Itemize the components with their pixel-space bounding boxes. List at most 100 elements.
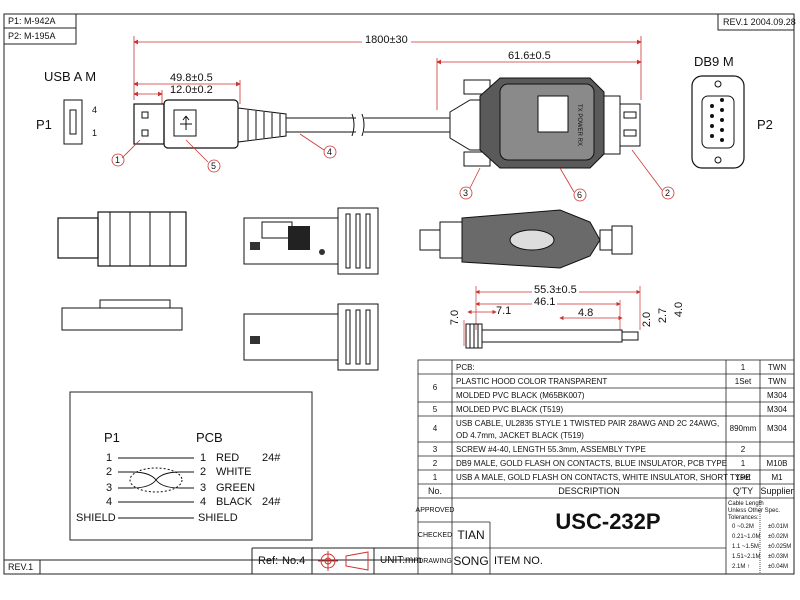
wiring-p1-header: P1 — [104, 430, 120, 445]
item-no-label: ITEM NO. — [494, 554, 543, 567]
drawn-by: SONG — [453, 554, 489, 568]
p2-part-code: P2: M-195A — [8, 31, 56, 41]
usb-a-m-label: USB A M — [44, 69, 97, 84]
bom-header-desc: DESCRIPTION — [558, 486, 620, 496]
bom-header-no: No. — [427, 486, 442, 496]
bom-row-1-no: 1 — [432, 472, 438, 482]
p1-label: P1 — [36, 117, 52, 132]
bom-row-2-desc: DB9 MALE, GOLD FLASH ON CONTACTS, BLUE I… — [456, 458, 728, 468]
callout-5: 5 — [211, 161, 217, 171]
bom-row-pcb-desc: PCB: — [456, 362, 475, 372]
dim-total-length: 1800±30 — [362, 35, 411, 46]
callout-1: 1 — [115, 155, 121, 165]
checked-by: TIAN — [457, 528, 485, 542]
drawing-label: DRAWING — [418, 557, 452, 565]
tol-value-2: ±0.02M — [768, 534, 788, 540]
callout-2: 2 — [665, 188, 671, 198]
wire-right-4: 4 — [200, 496, 207, 508]
footer-rev: REV.1 — [8, 562, 34, 572]
bom-row-4-sup: M304 — [766, 424, 787, 433]
ref-label: Ref: — [258, 555, 279, 567]
wire-left-3: 3 — [106, 482, 113, 494]
bom-row-4-desc-line2: OD 4.7mm, JACKET BLACK (T519) — [456, 430, 584, 440]
bom-row-4-desc-line1: USB CABLE, UL2835 STYLE 1 TWISTED PAIR 2… — [456, 418, 720, 428]
tol-title-2: Unless Other Spec. — [728, 508, 781, 514]
tol-value-1: ±0.01M — [768, 524, 788, 530]
wire-color-2: WHITE — [216, 466, 252, 478]
wire-color-3: GREEN — [216, 482, 256, 494]
bom-row-4-no: 4 — [432, 424, 438, 433]
tol-title-1: Cable Length — [728, 501, 764, 507]
bom-row-6b-desc: MOLDED PVC BLACK (M65BK007) — [456, 390, 585, 400]
bom-row-1-desc: USB A MALE, GOLD FLASH ON CONTACTS, WHIT… — [456, 472, 751, 482]
bom-header-qty: Q'TY — [732, 486, 754, 496]
p1-part-code: P1: M-942A — [8, 16, 56, 26]
bom-row-6-desc: PLASTIC HOOD COLOR TRANSPARENT — [456, 376, 608, 386]
wire-right-3: 3 — [200, 482, 207, 494]
dim-usb-length: 49.8±0.5 — [170, 72, 213, 84]
wire-right-1: 1 — [200, 452, 207, 464]
tol-range-4: 1.51~2.1M — [732, 554, 761, 560]
bom-row-2-qty: 1 — [740, 458, 746, 468]
dim-db9-length: 61.6±0.5 — [508, 50, 551, 62]
bom-row-6-qty: 1Set — [734, 376, 752, 386]
tol-value-4: ±0.03M — [768, 554, 788, 560]
bom-row-5-desc: MOLDED PVC BLACK (T519) — [456, 404, 564, 414]
wire-right-2: 2 — [200, 466, 207, 478]
db9-m-label: DB9 M — [694, 54, 734, 69]
bom-row-6-no: 6 — [432, 383, 438, 392]
wire-color-4: BLACK — [216, 496, 253, 508]
bom-row-3-desc: SCREW #4-40, LENGTH 55.3mm, ASSEMBLY TYP… — [456, 444, 646, 454]
usb-pin-1: 1 — [92, 128, 98, 138]
callout-6: 6 — [577, 190, 583, 200]
wire-gauge-4: 24# — [262, 496, 281, 508]
callout-4: 4 — [327, 147, 333, 157]
tol-title-3: Tolerances: — [728, 515, 759, 521]
wire-left-2: 2 — [106, 466, 113, 478]
bom-row-5-no: 5 — [432, 404, 438, 414]
tol-range-5: 2.1M ↑ — [732, 564, 751, 570]
bom-row-3-qty: 2 — [740, 444, 746, 454]
bom-row-1-sup: M1 — [771, 472, 783, 482]
wiring-pcb-header: PCB — [196, 430, 223, 445]
shield-right: SHIELD — [198, 512, 238, 524]
bom-row-3-no: 3 — [432, 444, 438, 454]
tol-range-1: 0 ~0.2M — [732, 524, 754, 530]
hood-label-text: TX POWER RX — [576, 104, 582, 146]
ref-value: No.4 — [282, 555, 306, 567]
dim-side-b: 46.1 — [532, 296, 558, 308]
bom-row-2-no: 2 — [432, 458, 438, 468]
wire-color-1: RED — [216, 452, 240, 464]
usb-pin-4: 4 — [92, 105, 98, 115]
tol-range-3: 1.1 ~1.5M — [732, 544, 759, 550]
bom-row-6-sup: TWN — [767, 376, 787, 386]
bom-header-supplier: Supplier — [760, 486, 794, 496]
dim-side-d: 4.8 — [578, 307, 594, 319]
unit-label: UNIT:mm — [380, 555, 422, 566]
bom-row-4-qty: 890mm — [729, 424, 757, 433]
dim-usb-tip: 12.0±0.2 — [170, 84, 213, 96]
tol-range-2: 0.21~1.0M — [732, 534, 761, 540]
tol-value-3: ±0.025M — [768, 544, 792, 550]
projection-symbol-icon — [318, 551, 369, 571]
revision-date: REV.1 2004.09.28 — [723, 17, 796, 27]
bom-row-1-qty: 1set — [735, 472, 751, 482]
dim-side-c: 7.1 — [496, 305, 512, 317]
callout-3: 3 — [463, 188, 469, 198]
shield-left: SHIELD — [76, 512, 116, 524]
model-number: USC-232P — [555, 509, 661, 534]
wire-left-1: 1 — [106, 452, 113, 464]
p2-label: P2 — [757, 117, 773, 132]
approved-label: APPROVED — [415, 506, 455, 514]
tol-value-5: ±0.04M — [768, 564, 788, 570]
bom-row-pcb-sup: TWN — [767, 362, 787, 372]
wire-gauge-1: 24# — [262, 452, 281, 464]
bom-row-6b-sup: M304 — [766, 390, 787, 400]
bom-row-pcb-qty: 1 — [740, 362, 746, 372]
dim-side-a: 55.3±0.5 — [532, 284, 579, 296]
